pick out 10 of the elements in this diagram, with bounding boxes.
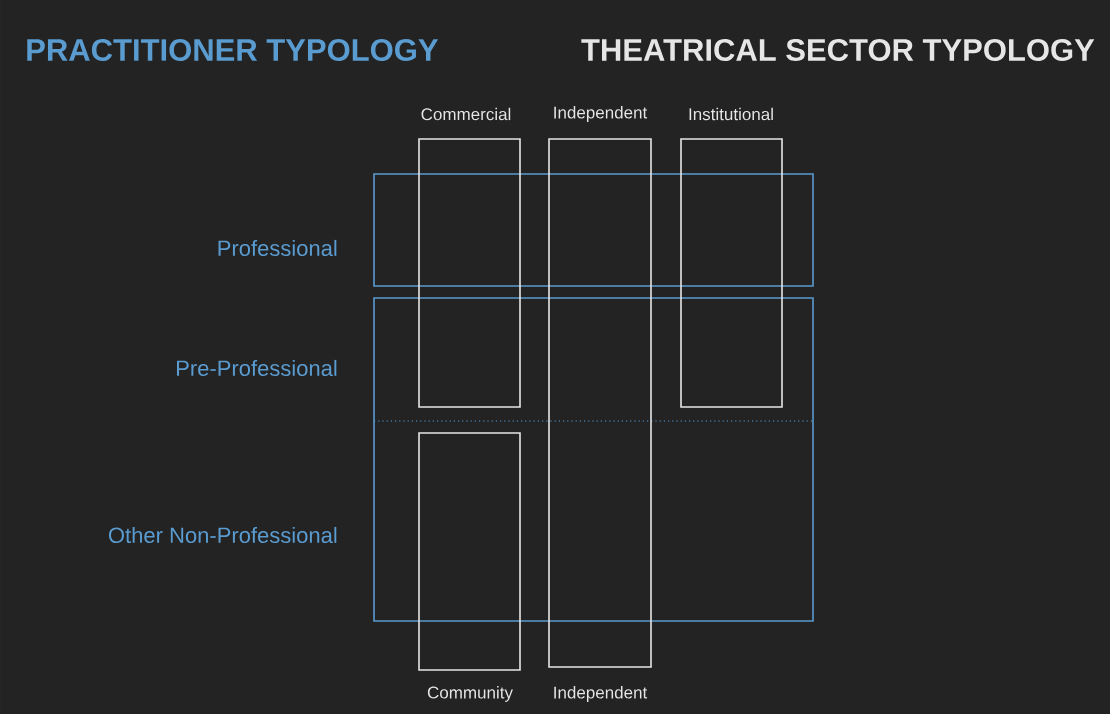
node-label: Community xyxy=(427,686,513,702)
node-label: Independent xyxy=(554,686,648,702)
node-label: Institutional xyxy=(689,107,773,121)
node-label: Pre-Professional xyxy=(176,359,337,377)
heading: PRACTITIONER TYPOLOGY xyxy=(27,39,439,61)
heading: THEATRICAL SECTOR TYPOLOGY xyxy=(581,39,1095,61)
node-label: Professional xyxy=(218,239,337,257)
node-label: Other Non-Professional xyxy=(108,526,337,544)
node-label: Independent xyxy=(554,106,648,122)
node-label: Commercial xyxy=(421,107,511,121)
